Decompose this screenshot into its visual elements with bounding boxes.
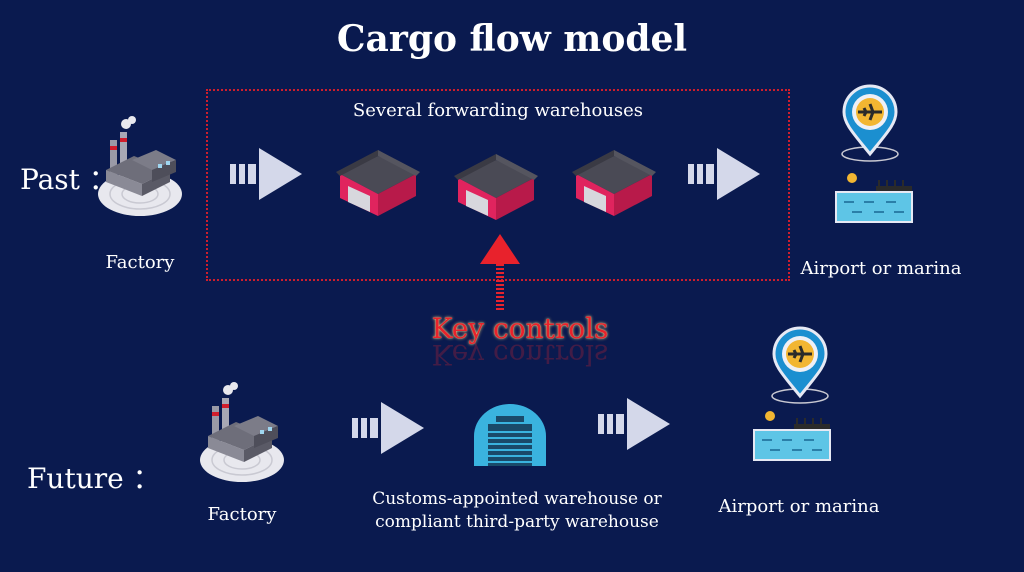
warehouse-3-icon [572, 150, 656, 216]
future-destination-label: Airport or marina [718, 496, 880, 517]
key-controls-label: Key controls [431, 312, 609, 345]
future-airport-pin-icon [770, 326, 830, 405]
past-factory-label: Factory [105, 252, 175, 273]
future-label: Future ： [27, 462, 161, 495]
warehouse-1-icon [336, 150, 420, 216]
past-arrow-2-icon [688, 148, 760, 200]
past-destination-label: Airport or marina [800, 258, 962, 279]
key-controls-reflection: Key controls [431, 338, 609, 371]
diagram-title: Cargo flow model [336, 18, 688, 60]
forwarding-warehouses-caption: Several forwarding warehouses [352, 100, 644, 121]
customs-warehouse-label-line1: Customs-appointed warehouse or [372, 489, 662, 509]
past-arrow-1-icon [230, 148, 302, 200]
warehouse-2-icon [454, 154, 538, 220]
key-controls-arrow-icon [480, 234, 520, 310]
past-factory-icon [97, 115, 183, 217]
future-arrow-1-icon [352, 402, 424, 454]
past-airport-pin-icon [840, 84, 900, 163]
past-marina-icon [835, 172, 913, 223]
future-arrow-2-icon [598, 398, 670, 450]
future-factory-icon [199, 381, 285, 483]
future-factory-label: Factory [207, 504, 277, 525]
future-marina-icon [753, 410, 831, 461]
customs-warehouse-icon [474, 404, 546, 466]
customs-warehouse-label-line2: compliant third-party warehouse [375, 512, 659, 532]
